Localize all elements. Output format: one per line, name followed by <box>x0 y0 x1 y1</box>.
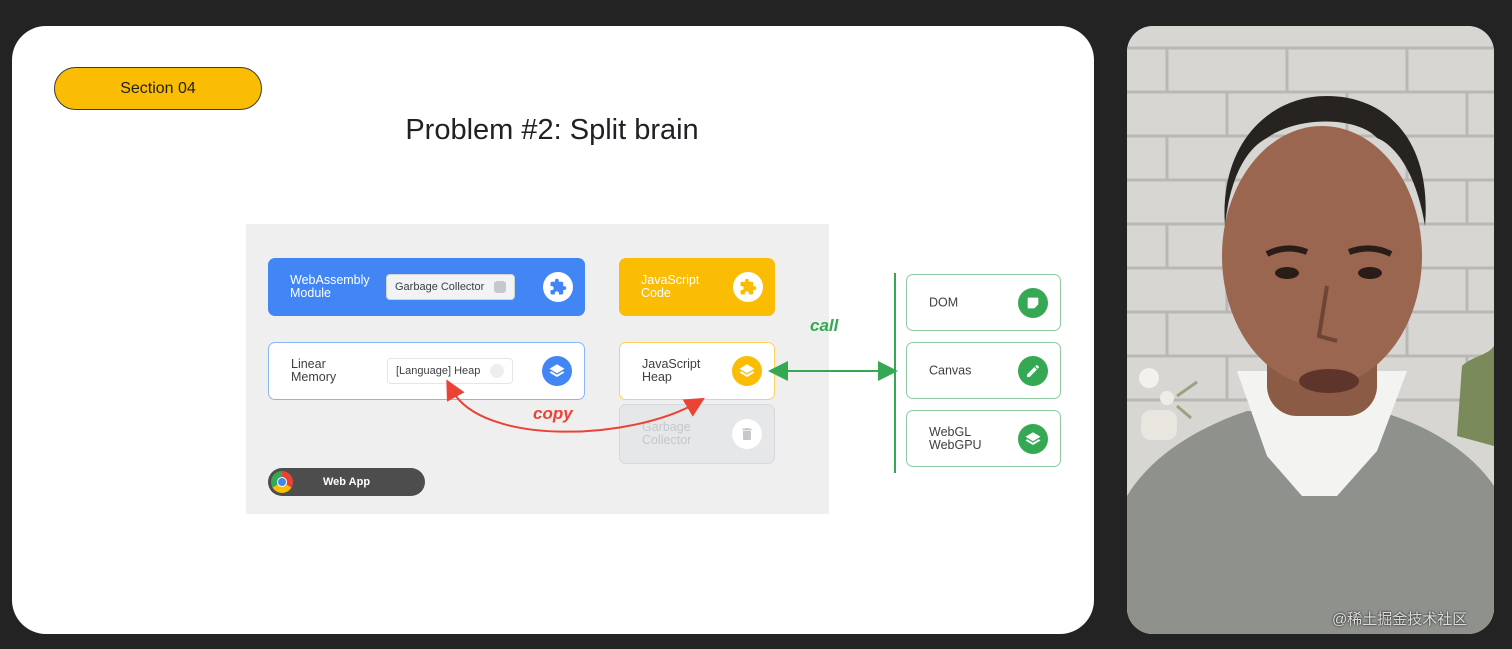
api-box-webgl-webgpu: WebGL WebGPU <box>906 410 1061 467</box>
mouth <box>1299 369 1359 393</box>
face <box>1222 126 1422 386</box>
language-heap-label: [Language] Heap <box>396 364 481 377</box>
section-badge-label: Section 04 <box>120 79 196 97</box>
copy-arrow <box>446 379 705 433</box>
layers-icon <box>1018 423 1048 454</box>
webassembly-module-label: WebAssembly Module <box>290 273 370 300</box>
presentation-slide: Section 04 Problem #2: Split brain WebAs… <box>12 26 1094 634</box>
webassembly-module-box: WebAssembly Module Garbage Collector <box>268 258 585 316</box>
call-arrow-label: call <box>810 316 839 335</box>
eyebrow-left <box>1265 245 1309 257</box>
api-label-dom: DOM <box>929 295 959 309</box>
linear-memory-label: Linear Memory <box>291 357 337 384</box>
web-app-label: Web App <box>323 476 371 488</box>
eye-right <box>1358 267 1382 279</box>
sweater <box>1127 411 1494 634</box>
puzzle-icon <box>733 272 763 302</box>
web-app-pill: Web App <box>268 468 425 496</box>
diagram-arrows <box>446 361 898 433</box>
javascript-code-label: JavaScript Code <box>641 273 700 300</box>
nose <box>1316 285 1338 343</box>
layers-icon <box>732 356 762 386</box>
api-box-dom: DOM <box>906 274 1061 331</box>
hair <box>1224 96 1426 226</box>
section-badge: Section 04 <box>54 67 262 110</box>
web-app-diagram: WebAssembly Module Garbage Collector Lin… <box>246 224 829 514</box>
copy-arrow-label: copy <box>533 404 573 423</box>
javascript-code-box: JavaScript Code <box>619 258 775 316</box>
javascript-garbage-collector-label: Garbage Collector <box>642 420 692 447</box>
api-box-canvas: Canvas <box>906 342 1061 399</box>
speaker-video-image <box>1127 26 1494 634</box>
wasm-garbage-collector-field: Garbage Collector <box>386 274 516 300</box>
pencil-icon <box>1018 355 1048 386</box>
api-label-canvas: Canvas <box>929 363 972 377</box>
trash-icon <box>494 281 507 293</box>
slide-title: Problem #2: Split brain <box>405 114 699 146</box>
trash-icon <box>732 419 762 449</box>
wasm-garbage-collector-label: Garbage Collector <box>395 280 485 293</box>
watermark-text: @稀土掘金技术社区 <box>1332 611 1468 628</box>
circle-icon <box>490 364 505 378</box>
plant-right <box>1457 346 1494 446</box>
eyebrow-right <box>1347 245 1393 257</box>
chrome-logo-icon <box>271 471 293 493</box>
speaker-video <box>1127 26 1494 634</box>
plant-left <box>1139 368 1198 440</box>
sticky-note-icon <box>1018 287 1048 318</box>
api-label-webgl-webgpu: WebGL WebGPU <box>929 424 982 452</box>
eye-left <box>1275 267 1299 279</box>
puzzle-icon <box>543 272 573 302</box>
